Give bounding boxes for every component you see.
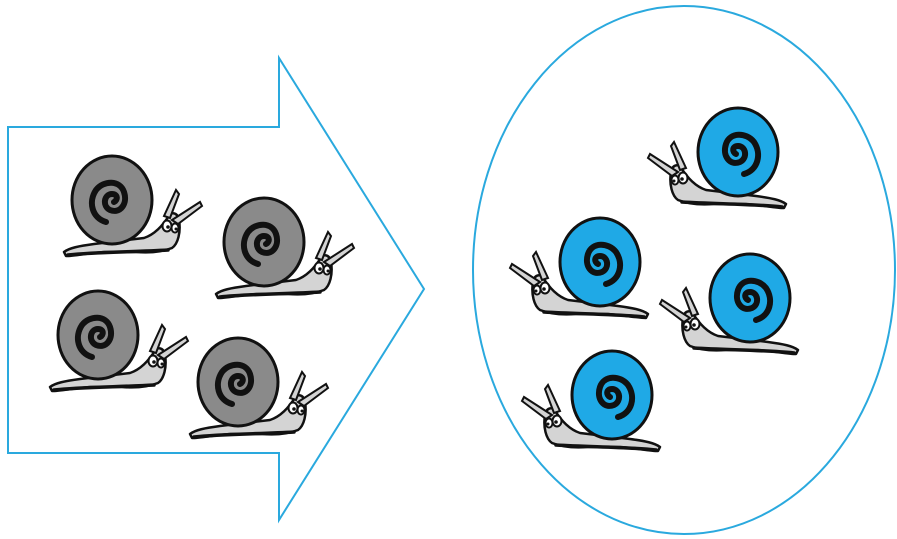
oval-group: [473, 6, 895, 534]
block-arrow: [8, 58, 424, 520]
